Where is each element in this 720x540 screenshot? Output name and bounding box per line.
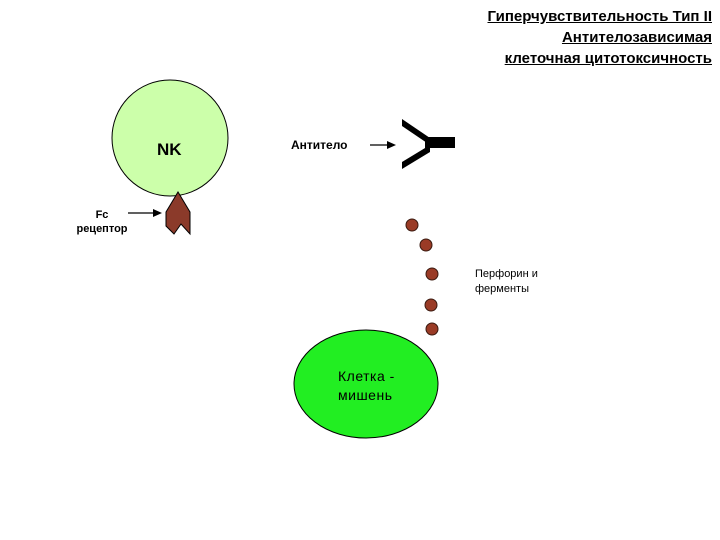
target-cell-label-line-1: Клетка -	[338, 368, 395, 384]
granule-chain	[405, 218, 439, 336]
fc-receptor-icon	[165, 191, 191, 236]
nk-cell	[111, 79, 229, 197]
antibody-label: Антитело	[291, 138, 348, 152]
y-shaped-antibody-icon	[402, 119, 455, 169]
antibody-arrow	[370, 141, 396, 149]
nk-label: NK	[157, 140, 182, 159]
title-line-3: клеточная цитотоксичность	[504, 50, 712, 67]
fc-receptor-label: Fc рецептор	[60, 208, 144, 236]
perforin-label-line-2: ферменты	[475, 283, 529, 295]
granule-dot-icon	[425, 267, 439, 281]
target-cell-label: Клетка - мишень	[338, 367, 395, 405]
target-cell	[293, 329, 439, 439]
perforin-label-line-1: Перфорин и	[475, 268, 538, 280]
fc-receptor-label-line-2: рецептор	[76, 223, 128, 235]
perforin-label: Перфорин и ферменты	[475, 267, 538, 297]
title-line-1: Гиперчувствительность Тип II	[487, 8, 713, 25]
fc-arrow	[128, 209, 162, 217]
diagram-title: Гиперчувствительность Тип II Антителозав…	[392, 6, 713, 69]
granule-dot-icon	[419, 238, 433, 252]
target-cell-label-line-2: мишень	[338, 387, 393, 403]
granule-dot-icon	[425, 322, 439, 336]
granule-dot-icon	[405, 218, 419, 232]
granule-dot-icon	[424, 298, 438, 312]
fc-receptor-label-line-1: Fc	[95, 209, 109, 221]
title-line-2: Антителозависимая	[561, 29, 712, 46]
